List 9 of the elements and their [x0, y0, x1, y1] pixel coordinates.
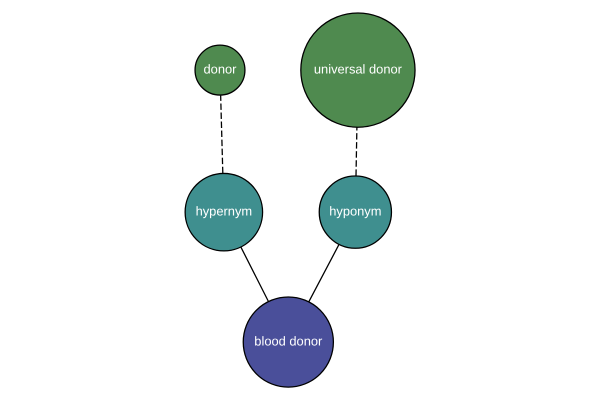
connector	[220, 96, 224, 174]
connector	[355, 127, 358, 176]
connector	[308, 244, 340, 302]
node-circle: donor	[194, 44, 246, 96]
node-circle: hypernym	[184, 172, 264, 252]
connector	[240, 246, 270, 302]
node-circle: blood donor	[242, 296, 334, 388]
node-circle: universal donor	[300, 12, 416, 128]
node-circle: hyponym	[318, 175, 392, 249]
